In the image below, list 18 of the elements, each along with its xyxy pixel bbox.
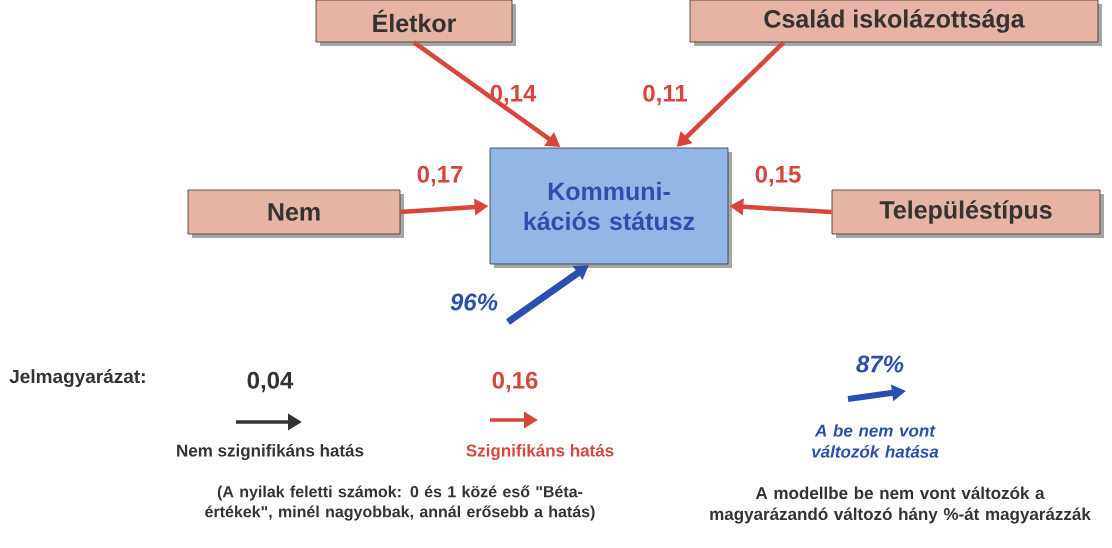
factor-box: Településtípus <box>831 189 1104 238</box>
note-text: A modellbe be nem vont változók a magyarázandó változó hány %-át magyarázzák <box>710 486 1091 524</box>
value-label: 0,04 <box>247 371 294 393</box>
status-box: Kommuni- kációs státusz <box>489 147 732 268</box>
factor-box: Nem <box>187 189 404 238</box>
legend-heading: Jelmagyarázat: <box>9 369 145 387</box>
edge-label: 0,11 <box>643 84 687 106</box>
edge-label: 96% <box>450 293 498 311</box>
legend-text: Szignifikáns hatás <box>466 443 614 461</box>
factor-box: Életkor <box>315 0 516 46</box>
note-text: (A nyilak feletti számok: 0 és 1 közé eső "Béta-értékek", minél nagyobbak, annál erősebb a hatás) <box>205 485 595 521</box>
factor-box: Család iskolázottsága <box>689 0 1102 46</box>
edge-label: 0,15 <box>755 165 801 187</box>
value-label: 0,16 <box>492 371 538 393</box>
value-label: 87% <box>856 355 904 373</box>
legend-text: Nem szignifikáns hatás <box>177 443 364 461</box>
legend-text: A be nem vont változók hatása <box>812 424 939 458</box>
edge-label: 0,17 <box>417 165 463 187</box>
